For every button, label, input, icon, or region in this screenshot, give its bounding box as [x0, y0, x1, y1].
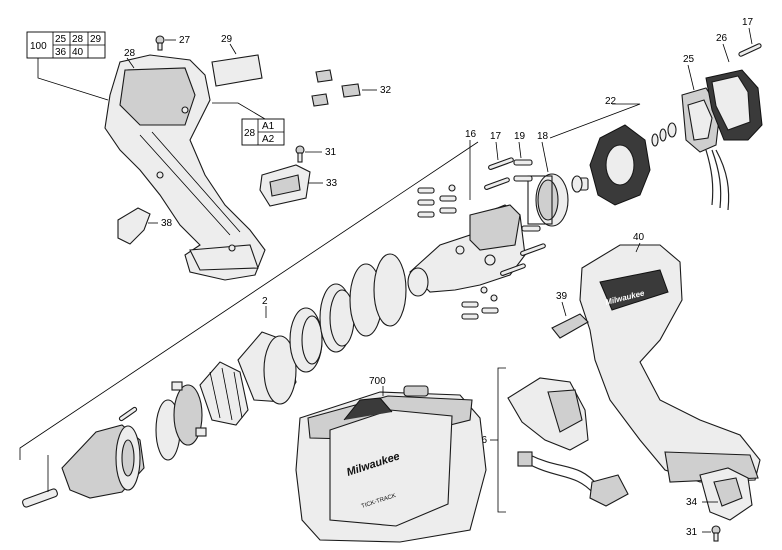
callout-31: 31: [686, 527, 698, 538]
kit-table-lead: 100: [30, 41, 47, 52]
callout-29: 29: [221, 34, 233, 45]
washers: [651, 122, 677, 147]
housing-half-left: [104, 54, 266, 281]
housing-table-lead: 28: [244, 128, 256, 139]
assembly-bracket-36: [497, 367, 506, 513]
callout-39: 39: [556, 291, 568, 302]
gearbox-assembly-16: [407, 204, 526, 297]
rear-cap-26: [705, 69, 763, 141]
pins: [417, 184, 499, 320]
callout-38: 38: [161, 218, 173, 229]
screw-27: [155, 35, 165, 51]
cover-34: [699, 467, 753, 521]
callout-27: 27: [179, 35, 191, 46]
clutch-collar: [199, 361, 249, 426]
clips-32: [311, 69, 361, 107]
callout-25: 25: [683, 54, 695, 65]
clutch-plate: [171, 381, 207, 446]
callout-700: 700: [369, 376, 386, 387]
switch-36: [507, 377, 629, 507]
carry-case-700: Milwaukee TICK-TRACK: [295, 385, 487, 543]
assembly-bracket-2: [19, 141, 479, 460]
callout-40: 40: [633, 232, 645, 243]
callout-26: 26: [716, 33, 728, 44]
callout-18: 18: [537, 131, 549, 142]
callout-17: 17: [490, 131, 502, 142]
electronics-25: [681, 87, 721, 153]
screw-31-upper: [295, 145, 305, 163]
callout-16: 16: [465, 129, 477, 140]
callout-2: 2: [262, 296, 268, 307]
callout-33: 33: [326, 178, 338, 189]
callout-22: 22: [605, 96, 617, 107]
bracket-39: [551, 313, 589, 339]
housing-table: 28 A1 A2: [212, 102, 285, 146]
kit-table: 100 25 28 29 36 40: [26, 31, 109, 101]
housing-table-cell: A1: [262, 121, 275, 132]
screw-31-lower: [711, 525, 721, 542]
kit-table-cell: 40: [72, 47, 84, 58]
small-screw: [118, 406, 138, 422]
kit-table-cell: 29: [90, 34, 102, 45]
chuck-screw: [22, 488, 58, 508]
spring-housing: [237, 331, 297, 405]
callout-17: 17: [742, 17, 754, 28]
callout-32: 32: [380, 85, 392, 96]
ring: [373, 253, 407, 327]
tool-body-40: Milwaukee: [579, 244, 761, 483]
motor-22: [571, 124, 651, 206]
callout-19: 19: [514, 131, 526, 142]
callout-28: 28: [124, 48, 136, 59]
callout-34: 34: [686, 497, 698, 508]
button-38: [117, 207, 151, 245]
callout-31: 31: [325, 147, 337, 158]
kit-table-cell: 28: [72, 34, 84, 45]
screw-17-top: [738, 43, 762, 57]
ring: [301, 315, 323, 365]
screws-17: [484, 157, 546, 276]
ring-gear-18: [527, 173, 569, 227]
housing-table-cell: A2: [262, 134, 275, 145]
kit-table-cell: 25: [55, 34, 67, 45]
label-plate-29: [211, 54, 263, 87]
chuck: [61, 424, 145, 499]
kit-table-cell: 36: [55, 47, 67, 58]
pins-19: [513, 159, 541, 232]
